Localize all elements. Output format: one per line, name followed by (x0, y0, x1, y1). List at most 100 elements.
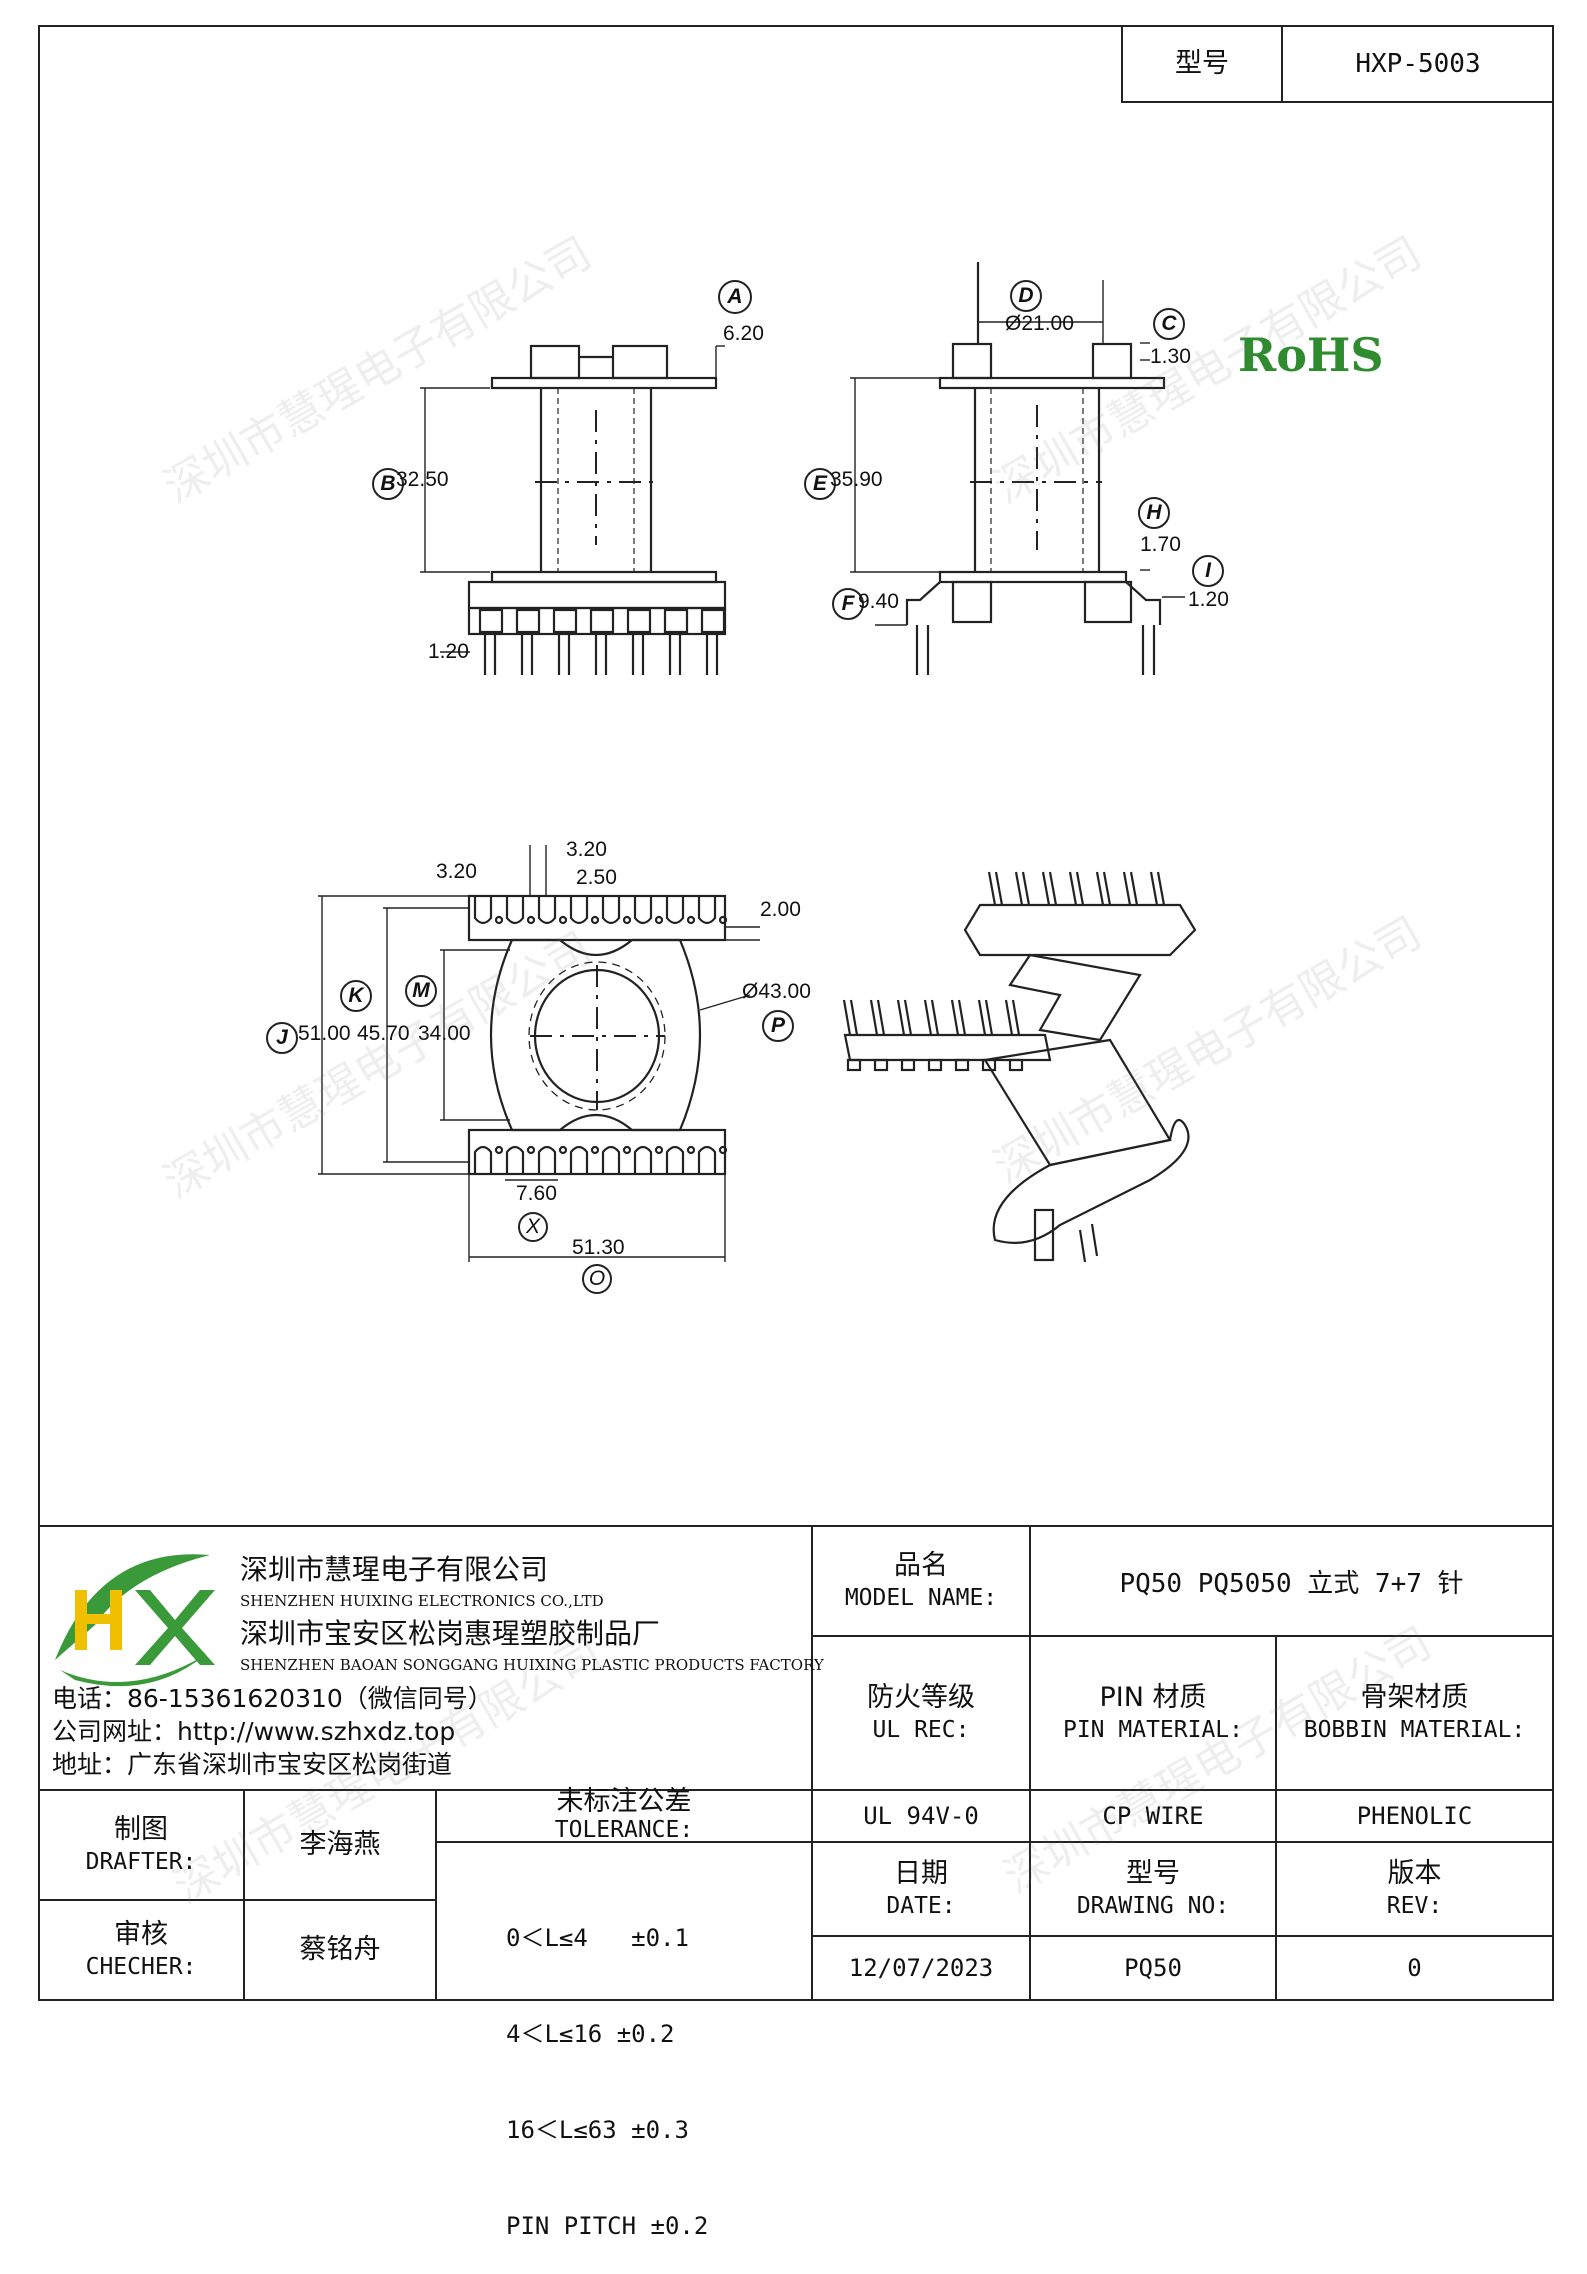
drawing-no-label-cell: 型号 DRAWING NO: (1030, 1842, 1276, 1936)
date-label-cn: 日期 (894, 1858, 948, 1889)
company-name-cn: 深圳市慧瑆电子有限公司 (240, 1553, 549, 1586)
iso-pin (987, 871, 997, 906)
iso-pin-foot (873, 1058, 889, 1072)
iso-pin (957, 999, 967, 1036)
dim-top-2-50: 2.50 (576, 866, 617, 889)
dim-c-marker: C (1153, 308, 1185, 340)
pin-hole (686, 915, 696, 925)
comb-tooth (601, 896, 621, 925)
bobbin-material-value-cell: PHENOLIC (1276, 1790, 1553, 1842)
drawing-no-label-cn: 型号 (1126, 1858, 1180, 1889)
model-name-value-cell: PQ50 PQ5050 立式 7+7 针 (1030, 1526, 1553, 1636)
dim-a-marker: A (718, 280, 752, 314)
bottom-view (318, 845, 760, 1262)
dim-i-value: 1.20 (1188, 588, 1229, 611)
dim-h-value: 1.70 (1140, 533, 1181, 556)
dim-e-marker: E (804, 468, 836, 500)
header-model-label-cell: 型号 (1121, 27, 1281, 103)
iso-pin (1075, 871, 1085, 906)
checker-label-cn: 审核 (114, 1919, 168, 1950)
iso-pin (1122, 871, 1132, 906)
bobbin-material-label-cn: 骨架材质 (1360, 1682, 1469, 1713)
ul-label-cell: 防火等级 UL REC: (812, 1636, 1030, 1790)
dim-o-value: 51.30 (572, 1236, 625, 1259)
pin-hole (622, 915, 632, 925)
title-block-grid (38, 1525, 1553, 2000)
pin-hole (558, 915, 568, 925)
drawing-no-value: PQ50 (1124, 1954, 1182, 1982)
comb-tooth (505, 1145, 525, 1174)
dim-k-value: 45.70 (357, 1022, 410, 1045)
company-address: 地址：广东省深圳市宝安区松岗街道 (52, 1750, 453, 1779)
drafter-label-cell: 制图 DRAFTER: (38, 1790, 244, 1900)
comb-tooth (537, 896, 557, 925)
bobbin-material-value: PHENOLIC (1356, 1802, 1473, 1830)
header-model-label: 型号 (1175, 48, 1229, 79)
iso-pin (1102, 871, 1112, 906)
comb-tooth (665, 1145, 685, 1174)
iso-pin (1129, 871, 1139, 906)
tolerance-item: 0＜L≤4 ±0.1 (506, 1924, 689, 1952)
pin-hole (718, 915, 728, 925)
iso-pin (1048, 871, 1058, 906)
drafter-name: 李海燕 (299, 1829, 381, 1860)
model-name-label-cn: 品名 (894, 1550, 948, 1581)
rev-value-cell: 0 (1276, 1936, 1553, 2000)
company-name-en: SHENZHEN HUIXING ELECTRONICS CO.,LTD (240, 1592, 604, 1610)
tolerance-label-cn: 未标注公差 (556, 1786, 692, 1817)
iso-pin-foot (1008, 1058, 1024, 1072)
pin-hole (622, 1145, 632, 1155)
pin-material-label-cn: PIN 材质 (1099, 1682, 1207, 1713)
drafter-label-en: DRAFTER: (85, 1849, 197, 1875)
dim-b-value: 32.50 (396, 468, 449, 491)
company-phone: 电话：86-15361620310（微信同号） (52, 1684, 493, 1713)
dim-f-value: 9.40 (858, 590, 899, 613)
iso-pin (1004, 999, 1014, 1036)
drawing-no-value-cell: PQ50 (1030, 1936, 1276, 2000)
side-view (420, 344, 727, 675)
iso-pin (896, 999, 906, 1036)
pin-slot (626, 608, 652, 634)
front-view (850, 262, 1185, 675)
comb-tooth (665, 896, 685, 925)
iso-pin (923, 999, 933, 1036)
pin-hole (590, 915, 600, 925)
tolerance-item: 16＜L≤63 ±0.3 (506, 2116, 689, 2144)
dim-top-3-20b: 3.20 (566, 838, 607, 861)
dim-f-marker: F (832, 588, 864, 620)
rev-value: 0 (1407, 1954, 1422, 1982)
pin-slot (700, 608, 726, 634)
pin-hole (686, 1145, 696, 1155)
dim-top-3-20a: 3.20 (436, 860, 477, 883)
pin-hole (494, 915, 504, 925)
isometric-view (842, 871, 1197, 1263)
iso-pin (1068, 871, 1078, 906)
bobbin-material-label-cell: 骨架材质 BOBBIN MATERIAL: (1276, 1636, 1553, 1790)
dim-p-marker: P (762, 1010, 794, 1042)
comb-tooth (505, 896, 525, 925)
header-model-value: HXP-5003 (1355, 49, 1481, 79)
iso-pin-foot (954, 1058, 970, 1072)
comb-tooth (537, 1145, 557, 1174)
comb-tooth (633, 896, 653, 925)
tolerance-label-en: TOLERANCE: (554, 1817, 694, 1843)
tolerance-list: 0＜L≤4 ±0.1 4＜L≤16 ±0.2 16＜L≤63 ±0.3 PIN … (506, 1858, 708, 2274)
dim-d-value: Ø21.00 (1005, 312, 1074, 335)
comb-tooth (569, 1145, 589, 1174)
tolerance-item: PIN PITCH ±0.2 (506, 2212, 709, 2240)
pin-hole (526, 915, 536, 925)
dim-x-value: 7.60 (516, 1182, 557, 1205)
pin-material-value-cell: CP WIRE (1030, 1790, 1276, 1842)
pin-material-value: CP WIRE (1102, 1802, 1204, 1830)
company-website[interactable]: 公司网址：http://www.szhxdz.top (52, 1717, 456, 1746)
ul-label-en: UL REC: (872, 1717, 970, 1743)
checker-label-en: CHECHER: (85, 1954, 197, 1980)
checker-name: 蔡铭舟 (299, 1934, 381, 1965)
pin-material-label-cell: PIN 材质 PIN MATERIAL: (1030, 1636, 1276, 1790)
dim-a-value: 6.20 (723, 322, 764, 345)
dim-m-value: 34.00 (418, 1022, 471, 1045)
pin-hole (494, 1145, 504, 1155)
bobbin-material-label-en: BOBBIN MATERIAL: (1303, 1717, 1526, 1743)
dim-d-marker: D (1010, 280, 1042, 312)
drafter-label-cn: 制图 (114, 1814, 168, 1845)
